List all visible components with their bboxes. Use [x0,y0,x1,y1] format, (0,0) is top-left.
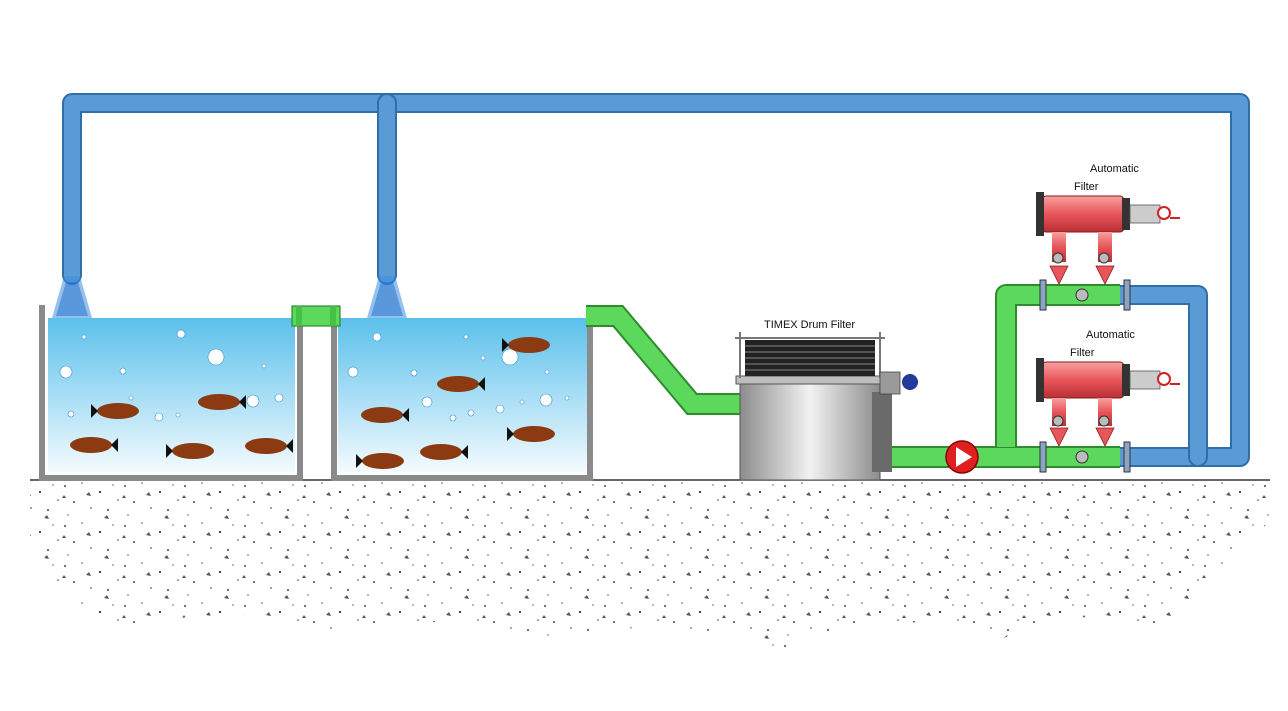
fish-icon [245,438,293,454]
tank-connector-pipe [291,305,341,327]
water-spray-right [367,276,407,318]
fish-icon [502,337,550,353]
automatic-filter-top: Automatic Filter [1036,163,1180,302]
ground [30,479,1270,650]
auto-filter-top-label-2: Filter [1074,181,1099,193]
drum-filter-label: TIMEX Drum Filter [764,319,855,331]
pump-arrow-icon [956,447,972,467]
drum-filter: TIMEX Drum Filter [735,319,918,481]
fish-icon [361,407,409,423]
fish-icon [166,443,214,459]
fish-icon [70,437,118,453]
auto-filter-top-label-1: Automatic [1090,163,1139,175]
pipe-flanges [1039,279,1131,473]
fish-icon [507,426,555,442]
auto-filter-bottom-label-2: Filter [1070,347,1095,359]
water-spray-left [52,276,92,318]
fish-icon [198,394,246,410]
pump [945,440,979,474]
motor-icon [879,371,918,395]
fish-icon [91,403,139,419]
fish-icon [437,376,485,392]
fish-group [70,337,555,469]
fish-icon [356,453,404,469]
return-pipe [62,93,1250,467]
outlet-pipe [586,305,742,415]
auto-filter-bottom-label-1: Automatic [1086,329,1135,341]
automatic-filter-bottom: Automatic Filter [1036,329,1180,464]
fish-icon [420,444,468,460]
bubbles [59,329,570,422]
